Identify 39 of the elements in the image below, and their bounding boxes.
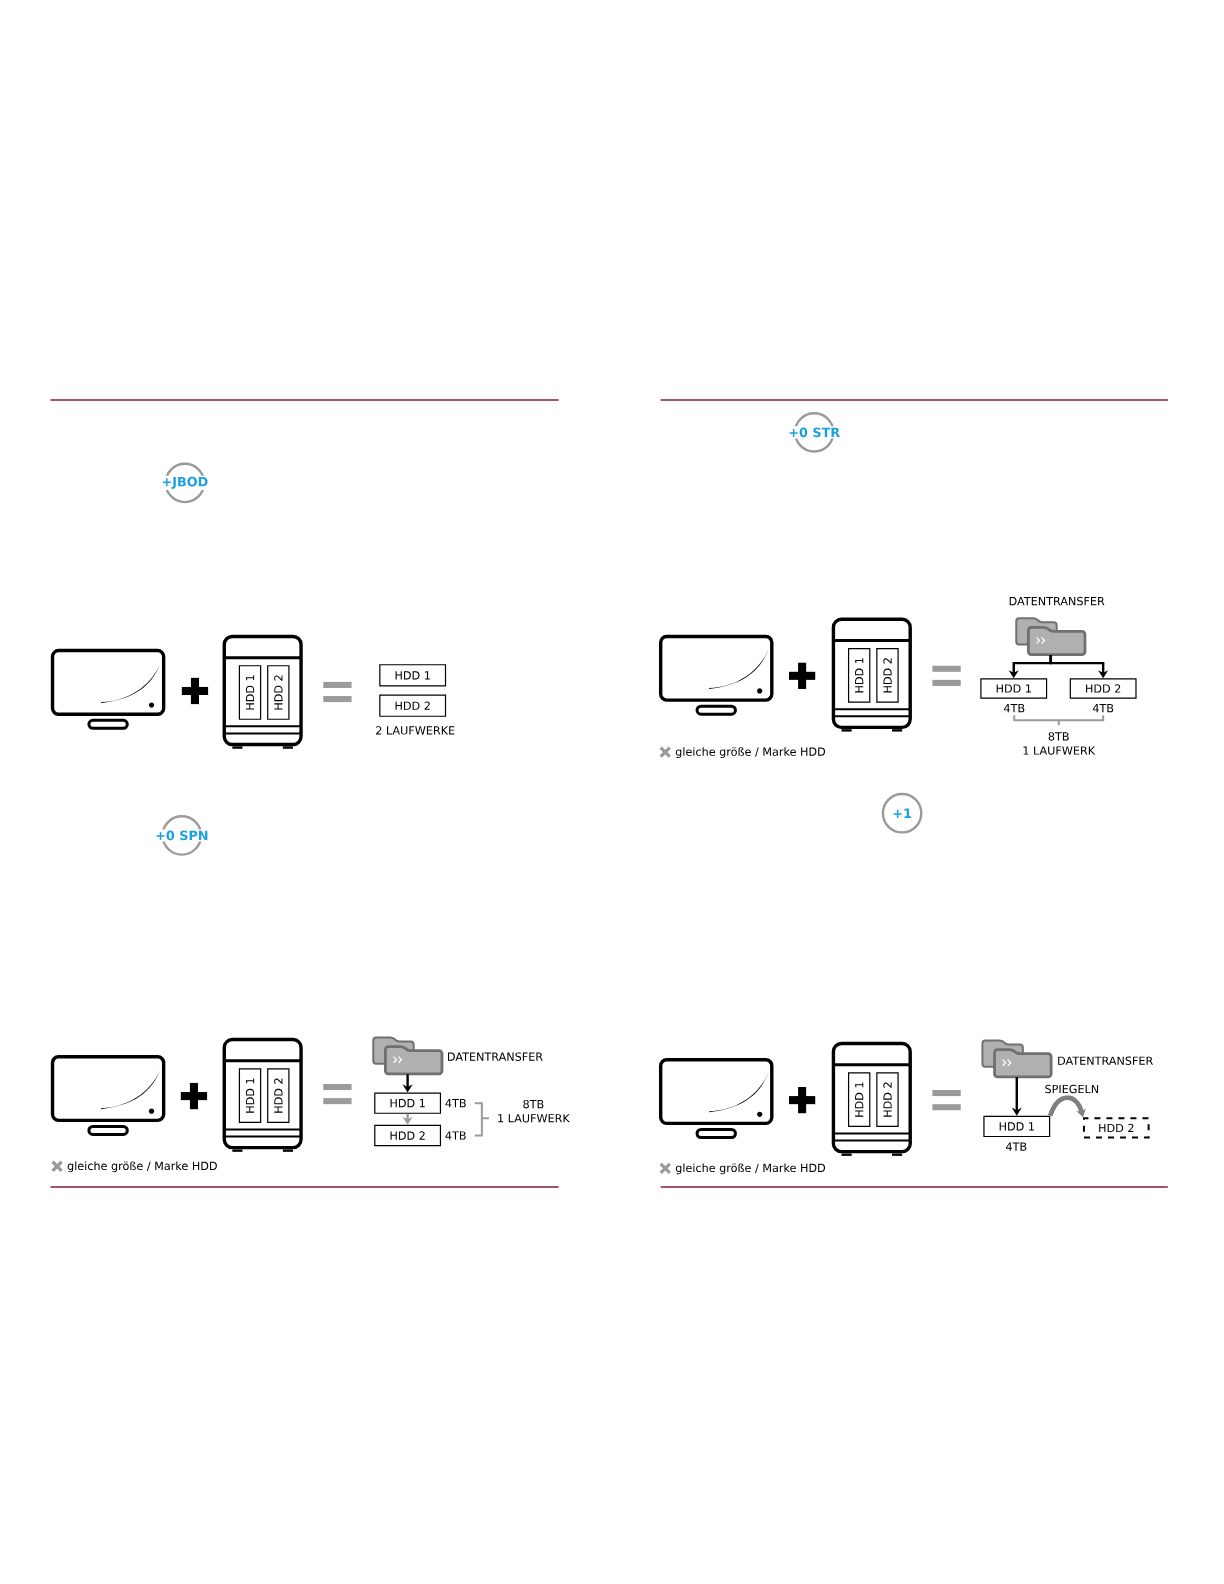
drive-box: HDD 2 xyxy=(1069,678,1137,699)
capacity-label: 4TB xyxy=(1005,1142,1027,1151)
mode-badge: +0 SPN xyxy=(153,815,210,856)
drive-box: HDD 2 xyxy=(374,1124,441,1147)
drive-box: HDD 1 xyxy=(374,1092,441,1114)
drive-slot: HDD 1 xyxy=(238,665,262,720)
edge-label: SPIEGELN xyxy=(1042,1082,1101,1096)
mode-badge: +1 xyxy=(881,792,923,834)
caption-text: 1 LAUFWERK xyxy=(1023,746,1096,755)
drive-slot: HDD 1 xyxy=(847,1072,871,1127)
folder-icon xyxy=(981,1039,1053,1079)
drive-box: HDD 1 xyxy=(983,1115,1051,1138)
capacity-label: 4TB xyxy=(1092,704,1113,713)
transfer-label: DATENTRANSFER xyxy=(447,1052,543,1061)
footnote: gleiche größe / Marke HDD xyxy=(675,1163,825,1175)
capacity-label: 8TB xyxy=(523,1099,544,1109)
capacity-label: 4TB xyxy=(1003,704,1025,713)
transfer-label: DATENTRANSFER xyxy=(1009,596,1105,606)
drive-slot: HDD 2 xyxy=(876,1072,899,1127)
footnote: gleiche größe / Marke HDD xyxy=(675,747,825,758)
mode-badge: +JBOD xyxy=(160,462,210,504)
folder-icon xyxy=(372,1036,444,1076)
drive-slot: HDD 1 xyxy=(238,1068,262,1123)
footnote: gleiche größe / Marke HDD xyxy=(67,1161,217,1173)
capacity-label: 4TB xyxy=(445,1099,466,1108)
drive-slot: HDD 2 xyxy=(876,647,899,703)
capacity-label: 4TB xyxy=(445,1131,466,1140)
drive-slot: HDD 1 xyxy=(847,647,871,703)
mode-badge: +0 STR xyxy=(786,412,842,453)
drive-box: HDD 2 xyxy=(379,694,446,717)
drive-box: HDD 1 xyxy=(980,678,1047,699)
transfer-label: DATENTRANSFER xyxy=(1058,1056,1153,1065)
drive-box: HDD 1 xyxy=(379,664,446,687)
drive-box: HDD 2 xyxy=(1082,1117,1150,1139)
drive-slot: HDD 2 xyxy=(266,1068,290,1123)
folder-icon xyxy=(1015,617,1087,656)
capacity-label: 8TB xyxy=(1048,732,1069,741)
caption-text: 1 LAUFWERK xyxy=(498,1114,570,1123)
drive-slot: HDD 2 xyxy=(266,665,290,720)
